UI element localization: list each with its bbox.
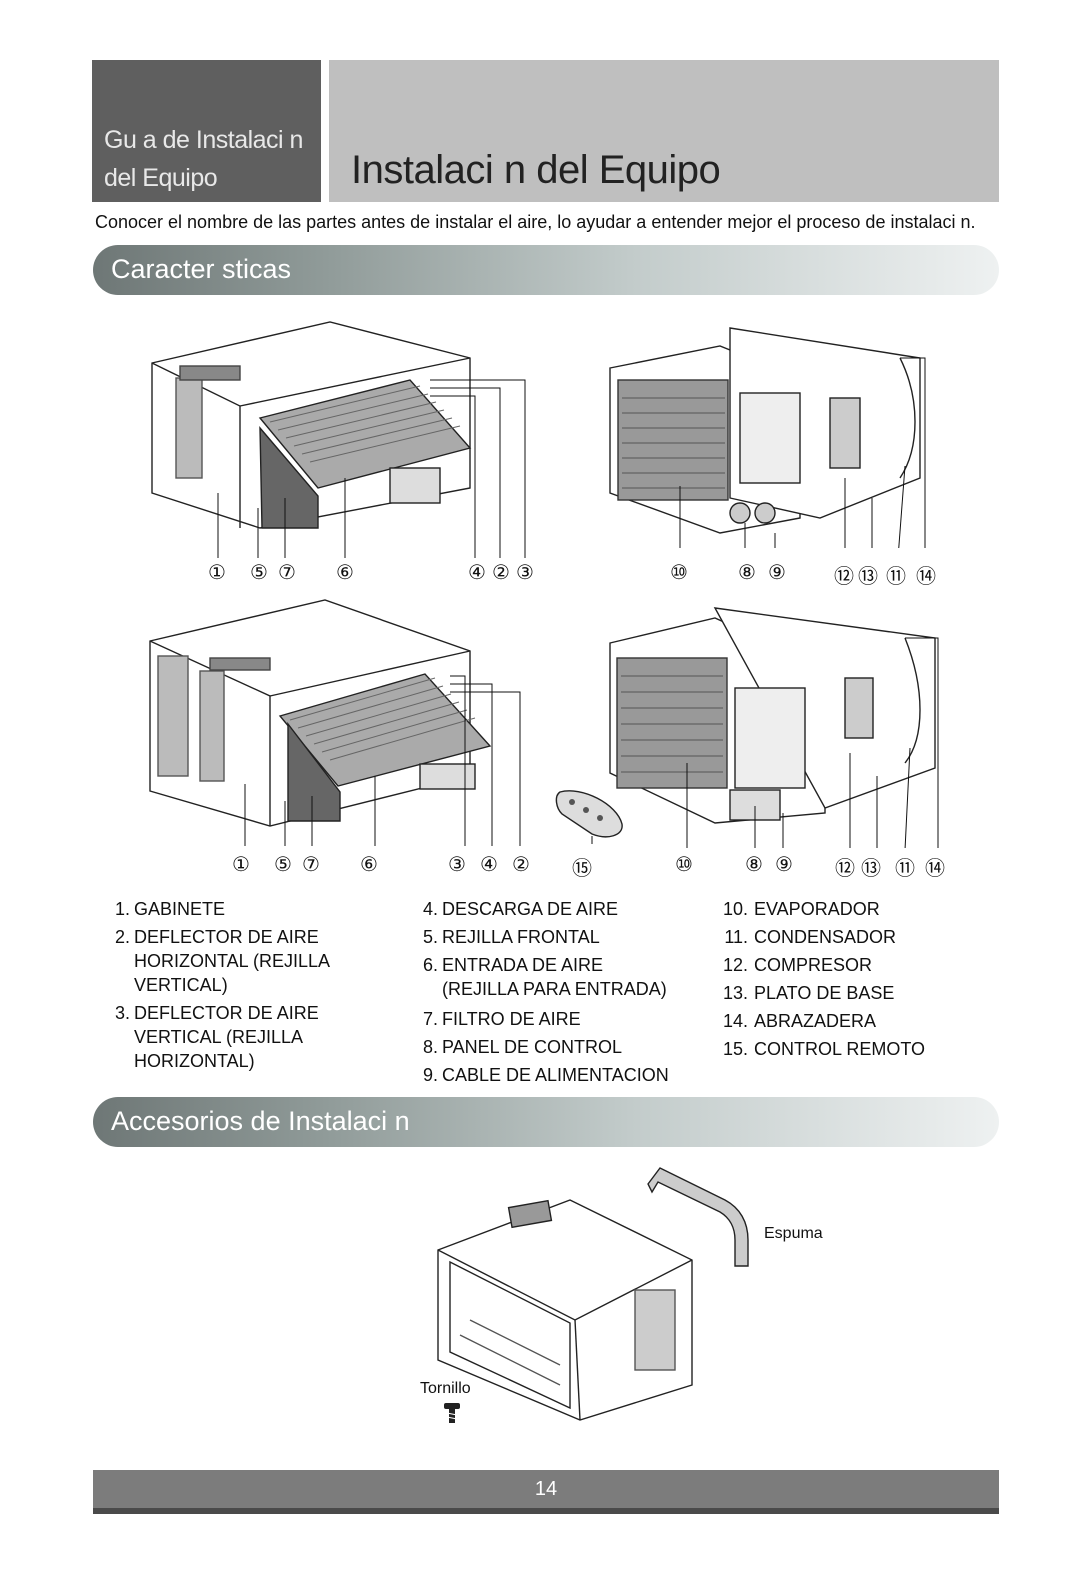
header-guide-line1: Gu a de Instalaci n <box>104 126 303 154</box>
callout-7: ⑦ <box>278 562 296 584</box>
legend-num: 13. <box>722 983 748 1003</box>
legend-item-abrazadera: ABRAZADERA <box>754 1011 877 1031</box>
legend-item-cont: VERTICAL) <box>134 975 228 995</box>
remote-control-illustration <box>555 790 623 844</box>
callout-6: ⑥ <box>360 854 378 876</box>
callout-4: ④ <box>480 854 498 876</box>
legend-num: 3. <box>114 1003 130 1023</box>
legend-num: 15. <box>722 1039 748 1059</box>
legend-item-compresor: COMPRESOR <box>754 955 873 975</box>
callout-12: ⑫ <box>834 566 854 588</box>
legend-item-panel: PANEL DE CONTROL <box>442 1037 623 1057</box>
callout-1: ① <box>208 562 226 584</box>
ac-internal-view-illustration-1 <box>609 327 926 548</box>
foam-label: Espuma <box>764 1225 823 1242</box>
legend-num: 6. <box>422 955 438 975</box>
legend-item-entrada: ENTRADA DE AIRE <box>442 955 604 975</box>
legend-num: 1. <box>114 899 130 919</box>
callout-13: ⑬ <box>858 566 878 588</box>
ac-internal-view-illustration-2 <box>609 607 939 848</box>
screw-label: Tornillo <box>420 1380 471 1397</box>
legend-num: 11. <box>724 927 748 947</box>
callout-11: ⑪ <box>886 566 906 588</box>
callout-9: ⑨ <box>775 854 793 876</box>
callout-11: ⑪ <box>895 858 915 880</box>
legend-num: 2. <box>114 927 130 947</box>
legend-num: 10. <box>722 899 748 919</box>
callout-7: ⑦ <box>302 854 320 876</box>
header-title-block: Instalaci n del Equipo <box>329 60 999 202</box>
legend-item-descarga: DESCARGA DE AIRE <box>442 899 619 919</box>
legend-column-2: 4.DESCARGA DE AIRE 5.REJILLA FRONTAL 6.E… <box>408 897 669 1087</box>
callout-13: ⑬ <box>861 858 881 880</box>
legend-item-plato-base: PLATO DE BASE <box>754 983 895 1003</box>
callout-10: ⑩ <box>670 562 688 584</box>
callout-6: ⑥ <box>336 562 354 584</box>
legend-num: 4. <box>422 899 438 919</box>
callout-4: ④ <box>468 562 486 584</box>
page-number: 14 <box>534 1478 558 1500</box>
footer-bar: 14 <box>93 1470 999 1514</box>
legend-item-cont: VERTICAL (REJILLA <box>134 1027 304 1047</box>
legend-item-rejilla-frontal: REJILLA FRONTAL <box>442 927 600 947</box>
ac-front-view-illustration-1 <box>151 321 526 558</box>
legend-num: 14. <box>722 1011 748 1031</box>
legend-item-control-remoto: CONTROL REMOTO <box>754 1039 926 1059</box>
callout-2: ② <box>512 854 530 876</box>
callout-3: ③ <box>448 854 466 876</box>
legend-item-gabinete: GABINETE <box>134 899 226 919</box>
legend-column-3: 10. EVAPORADOR 11. CONDENSADOR 12. COMPRESO… <box>708 897 925 1065</box>
legend-num: 5. <box>422 927 438 947</box>
callout-10: ⑩ <box>675 854 693 876</box>
intro-text: Conocer el nombre de las partes antes de… <box>95 212 976 232</box>
callout-2: ② <box>492 562 510 584</box>
header-guide-block: Gu a de Instalaci n del Equipo <box>92 60 321 202</box>
cabinet-sleeve-illustration <box>437 1199 693 1421</box>
callout-8: ⑧ <box>745 854 763 876</box>
legend-num: 12. <box>722 955 748 975</box>
legend-item-deflector-vertical: DEFLECTOR DE AIRE <box>134 1003 319 1023</box>
legend-num: 9. <box>422 1065 438 1085</box>
callout-12: ⑫ <box>835 858 855 880</box>
legend-item-cont: HORIZONTAL) <box>134 1051 255 1071</box>
screw-icon <box>444 1403 460 1423</box>
legend-num: 7. <box>422 1009 438 1029</box>
callout-1: ① <box>232 854 250 876</box>
legend-item-evaporador: EVAPORADOR <box>754 899 880 919</box>
legend-column-1: 1.GABINETE 2.DEFLECTOR DE AIRE HORIZONTA… <box>100 897 330 1073</box>
header-guide-line2: del Equipo <box>104 164 218 192</box>
ac-front-view-illustration-2 <box>149 599 521 846</box>
callout-5: ⑤ <box>250 562 268 584</box>
callout-5: ⑤ <box>274 854 292 876</box>
legend-item-cable: CABLE DE ALIMENTACION <box>442 1065 669 1085</box>
section-band-features: Caracter sticas <box>93 245 999 295</box>
page-title: Instalaci n del Equipo <box>351 148 721 192</box>
callout-15: ⑮ <box>572 858 592 880</box>
callout-14: ⑭ <box>925 858 945 880</box>
legend-num: 8. <box>422 1037 438 1057</box>
section-title-accessories: Accesorios de Instalaci n <box>111 1106 410 1136</box>
callout-14: ⑭ <box>916 566 936 588</box>
legend-item-filtro: FILTRO DE AIRE <box>442 1009 581 1029</box>
legend-item-deflector-horizontal: DEFLECTOR DE AIRE <box>134 927 319 947</box>
foam-illustration <box>647 1167 749 1267</box>
section-title-features: Caracter sticas <box>111 254 292 284</box>
callout-3: ③ <box>516 562 534 584</box>
callout-8: ⑧ <box>738 562 756 584</box>
legend-item-condensador: CONDENSADOR <box>754 927 897 947</box>
legend-item-cont: (REJILLA PARA ENTRADA) <box>442 979 667 999</box>
section-band-accessories: Accesorios de Instalaci n <box>93 1097 999 1147</box>
legend-item-cont: HORIZONTAL (REJILLA <box>134 951 331 971</box>
callout-9: ⑨ <box>768 562 786 584</box>
